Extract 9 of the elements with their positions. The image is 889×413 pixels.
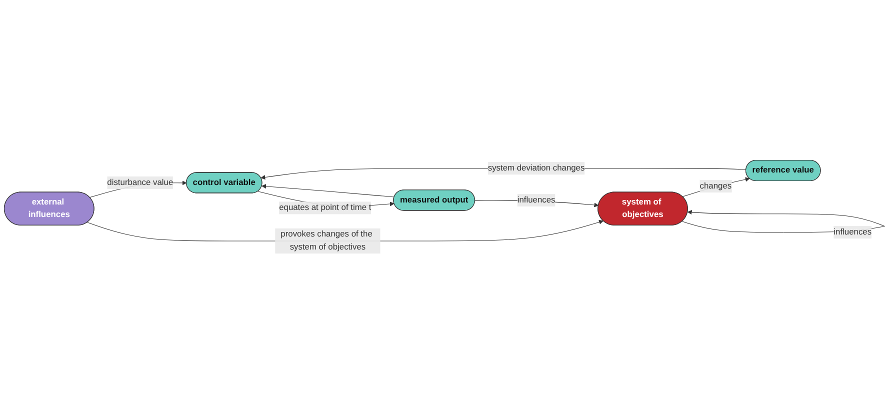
edge-label: system deviation changes <box>488 163 585 172</box>
edge-label: influences <box>517 195 556 204</box>
edge-label: equates at point of time t <box>279 202 372 212</box>
edge-label: provokes changes of the system of objectives <box>280 230 372 252</box>
arrow <box>262 184 395 197</box>
edge-label: changes <box>700 181 732 190</box>
edge-label: disturbance value <box>107 178 174 187</box>
edge-label: influences <box>834 227 872 236</box>
arrow <box>682 176 750 197</box>
